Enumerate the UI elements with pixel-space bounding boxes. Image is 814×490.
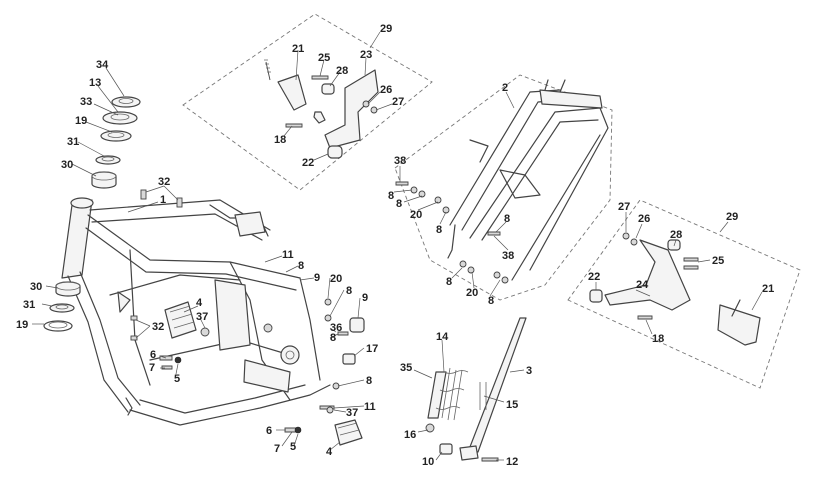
callout-31: 31 <box>67 136 79 148</box>
footrest-group-top-boundary <box>182 13 433 191</box>
callout-6: 6 <box>266 425 272 437</box>
callout-37: 37 <box>346 407 358 419</box>
callout-34: 34 <box>96 59 109 71</box>
callout-20: 20 <box>410 209 422 221</box>
callout-36: 36 <box>330 322 342 334</box>
main-frame <box>61 197 331 426</box>
callout-6: 6 <box>150 349 156 361</box>
callout-22: 22 <box>588 271 600 283</box>
callout-1: 1 <box>160 194 166 206</box>
callout-30: 30 <box>30 281 42 293</box>
callout-8: 8 <box>396 198 402 210</box>
callout-11: 11 <box>282 249 294 261</box>
callout-20: 20 <box>466 287 478 299</box>
callout-8: 8 <box>436 224 442 236</box>
callout-8: 8 <box>446 276 452 288</box>
callout-8: 8 <box>330 332 336 344</box>
callout-29: 29 <box>380 23 392 35</box>
callout-8: 8 <box>366 375 372 387</box>
footrest-group-right-boundary <box>567 199 801 389</box>
main-frame-hardware <box>130 189 365 434</box>
callout-13: 13 <box>89 77 101 89</box>
rear-subframe <box>447 79 609 281</box>
callout-2: 2 <box>502 82 508 94</box>
callout-35: 35 <box>400 362 412 374</box>
callout-14: 14 <box>436 331 449 343</box>
callout-5: 5 <box>290 441 296 453</box>
callout-8: 8 <box>346 285 352 297</box>
side-stand-assembly <box>425 317 527 462</box>
footpeg-bottom <box>334 419 363 446</box>
callout-8: 8 <box>388 190 394 202</box>
callout-32: 32 <box>152 321 164 333</box>
callout-32: 32 <box>158 176 170 188</box>
callout-8: 8 <box>488 295 494 307</box>
callout-17: 17 <box>366 343 378 355</box>
callout-30: 30 <box>61 159 73 171</box>
callout-26: 26 <box>380 84 392 96</box>
callout-21: 21 <box>292 43 304 55</box>
callout-25: 25 <box>712 255 724 267</box>
callout-22: 22 <box>302 157 314 169</box>
callout-5: 5 <box>174 373 180 385</box>
callout-24: 24 <box>636 279 649 291</box>
callout-7: 7 <box>149 362 155 374</box>
callout-9: 9 <box>314 272 320 284</box>
callout-19: 19 <box>16 319 28 331</box>
callout-8: 8 <box>298 260 304 272</box>
callout-27: 27 <box>392 96 404 108</box>
callout-38: 38 <box>502 250 514 262</box>
callout-10: 10 <box>422 456 434 468</box>
callout-18: 18 <box>274 134 286 146</box>
callout-33: 33 <box>80 96 92 108</box>
callout-11: 11 <box>364 401 376 413</box>
callout-25: 25 <box>318 52 330 64</box>
callout-12: 12 <box>506 456 518 468</box>
callout-16: 16 <box>404 429 416 441</box>
callout-18: 18 <box>652 333 664 345</box>
callout-28: 28 <box>670 229 682 241</box>
callout-15: 15 <box>506 399 518 411</box>
callout-23: 23 <box>360 49 372 61</box>
callout-38: 38 <box>394 155 406 167</box>
lower-bearing-stack <box>43 281 81 332</box>
callout-26: 26 <box>638 213 650 225</box>
subframe-hardware <box>395 181 509 284</box>
callout-7: 7 <box>274 443 280 455</box>
callout-28: 28 <box>336 65 348 77</box>
callout-20: 20 <box>330 273 342 285</box>
callout-3: 3 <box>526 365 532 377</box>
footrest-assembly-right <box>589 232 761 346</box>
callout-4: 4 <box>326 446 333 458</box>
callout-21: 21 <box>762 283 774 295</box>
callout-8: 8 <box>504 213 510 225</box>
leader-lines <box>32 31 763 461</box>
callout-31: 31 <box>23 299 35 311</box>
callout-27: 27 <box>618 201 630 213</box>
callout-4: 4 <box>196 297 203 309</box>
callout-29: 29 <box>726 211 738 223</box>
callout-labels: 34 13 33 19 31 30 32 1 30 31 19 32 4 37 … <box>16 23 774 468</box>
callout-9: 9 <box>362 292 368 304</box>
callout-19: 19 <box>75 115 87 127</box>
callout-37: 37 <box>196 311 208 323</box>
footrest-assembly-top <box>264 59 379 159</box>
steering-bearing-stack <box>91 96 141 189</box>
